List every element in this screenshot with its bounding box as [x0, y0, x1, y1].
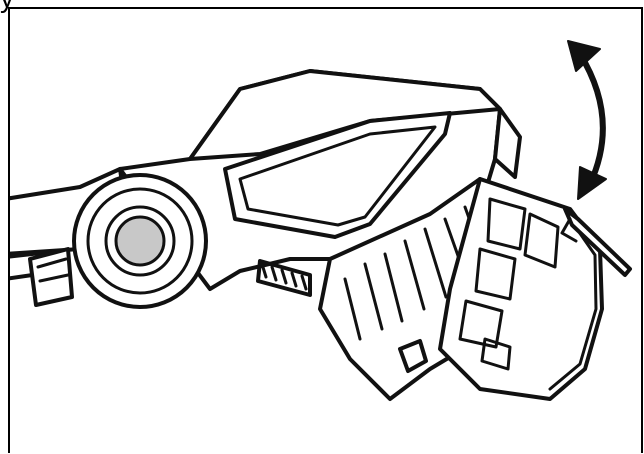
- lens-housing: [438, 177, 632, 401]
- illustration-frame: [8, 7, 643, 453]
- knob-center-icon: [114, 215, 166, 267]
- rotation-double-arrow-icon: [567, 40, 607, 200]
- knob-assembly: [72, 173, 208, 309]
- device-illustration: [10, 40, 632, 401]
- figure-label: y: [0, 0, 14, 12]
